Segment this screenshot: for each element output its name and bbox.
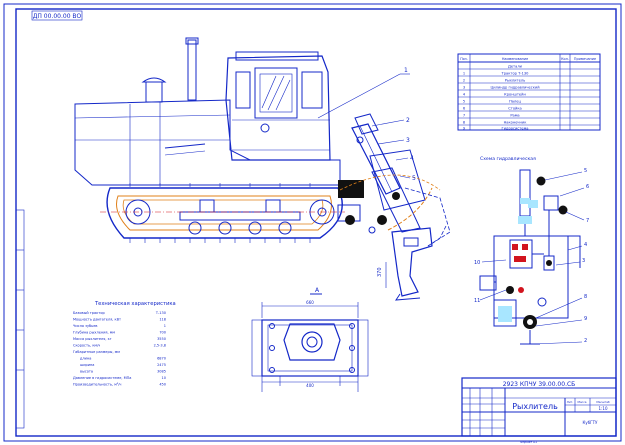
hydro-callout: 6 <box>586 184 589 190</box>
mounting-plate <box>261 319 359 377</box>
view-a-detail: А 660 400 <box>251 287 369 392</box>
spec-label: Мощность двигателя, кВт <box>73 318 121 322</box>
cab <box>225 55 331 161</box>
bom-header-pos: Поз. <box>460 57 468 61</box>
sheet-format: Формат А1 <box>520 440 537 444</box>
outer-frame <box>3 3 622 442</box>
tech-title: Техническая характеристика <box>94 301 176 307</box>
callout-1: 1 <box>404 67 408 74</box>
hydro-callout: 4 <box>584 242 587 248</box>
exhaust-pipe <box>187 39 197 101</box>
bom-row-name: Трактор Т-130 <box>501 72 530 76</box>
spec-value: 450 <box>159 383 166 387</box>
spec-value: 6870 <box>157 357 166 361</box>
hydraulic-cylinder <box>351 123 401 195</box>
spec-value: 10 <box>162 376 166 380</box>
bom-header-note: Примечание <box>574 57 596 61</box>
title-block-scale: 1:10 <box>599 406 608 411</box>
title-block-lit: Лит. <box>567 400 574 404</box>
rear-mount-hatched <box>338 180 364 198</box>
bom-row-name: Наконечник <box>504 121 528 125</box>
tractor-side-view <box>74 37 345 243</box>
spec-value: 700 <box>159 331 166 335</box>
spec-label: Давление в гидросистеме, МПа <box>73 376 131 380</box>
bom-row-name: Палец <box>509 100 521 104</box>
hydro-callout: 8 <box>584 294 587 300</box>
shank-depth-dimension: 370 <box>377 267 383 277</box>
bom-row-name: Кронштейн <box>504 93 526 97</box>
bill-of-materials: Поз. Наименование Кол. Примечание Детали… <box>457 53 601 131</box>
hydro-cylinder-1 <box>519 169 531 217</box>
spec-label: длина <box>80 357 91 361</box>
bom-row-name: Гидросистема <box>502 127 529 131</box>
spec-label: Габаритные размеры, мм <box>73 350 120 354</box>
bom-row-pos: 8 <box>463 121 466 125</box>
bom-header-qty: Кол. <box>561 57 569 61</box>
ripper-shank <box>391 227 433 297</box>
hydro-callout: 2 <box>584 338 587 344</box>
hydro-callout: 11 <box>474 298 480 304</box>
hydro-callout: 9 <box>584 316 587 322</box>
technical-characteristics: Техническая характеристика Базовый тракт… <box>73 301 176 387</box>
spec-label: Глубина рыхления, мм <box>73 331 115 335</box>
title-block-mass: Масса <box>578 400 587 404</box>
bom-row-name: Детали <box>508 65 523 69</box>
spec-value: Т-130 <box>155 311 166 315</box>
spec-value: 2,5-3,8 <box>154 344 166 348</box>
title-block-org: КубГТУ <box>583 420 599 425</box>
title-block-scale-label: Масштаб <box>596 400 610 404</box>
drawing-title: Рыхлитель <box>512 402 558 411</box>
bom-row-name: Рама <box>510 114 519 118</box>
bom-row-pos: 6 <box>463 107 466 111</box>
hydro-callout: 5 <box>584 168 587 174</box>
cab-door <box>254 67 298 119</box>
spec-value: 2475 <box>157 363 166 367</box>
view-a-bottom-dimension: 400 <box>306 383 314 388</box>
callout-4: 4 <box>410 155 414 162</box>
hydro-circuit-frame <box>493 235 569 319</box>
spec-label: высота <box>80 370 93 374</box>
callout-5: 5 <box>412 175 416 182</box>
bom-header-name: Наименование <box>502 57 528 61</box>
left-binding-strip <box>15 209 25 429</box>
bom-row-name: Цилиндр гидравлический <box>490 86 540 90</box>
bom-row-pos: 4 <box>463 93 466 97</box>
spec-label: Базовый трактор <box>73 311 105 315</box>
spec-label: Производительность, м³/ч <box>73 383 122 387</box>
bom-row-name: Рыхлитель <box>505 79 525 83</box>
spec-label: ширина <box>80 363 94 367</box>
hydraulic-title: Схема гидравлическая <box>480 156 536 162</box>
bom-row-pos: 7 <box>463 114 465 118</box>
bom-row-pos: 2 <box>463 79 465 83</box>
spec-value: 118 <box>159 318 166 322</box>
bom-row-pos: 9 <box>463 127 466 131</box>
bom-row-pos: 5 <box>463 100 465 104</box>
ripper-attachment: 370 <box>337 113 451 301</box>
hydraulic-scheme: Схема гидравлическая 5 <box>474 156 589 345</box>
spec-value: 3085 <box>157 370 166 374</box>
spec-label: Масса рыхлителя, кг <box>73 337 112 341</box>
title-block: 2923 КПЧУ 39.00.00.СБ Рыхлитель Лит. Мас… <box>461 377 617 437</box>
bom-row-name: Стойка <box>508 107 522 111</box>
hydro-callout: 3 <box>582 258 585 264</box>
air-cleaner <box>145 81 163 103</box>
spec-value: 1 <box>164 324 166 328</box>
stamp-code: ДП 00.00.00 ВО <box>33 13 82 20</box>
spec-label: Число зубьев <box>73 324 97 328</box>
callout-2: 2 <box>406 117 410 124</box>
spec-label: Скорость, км/ч <box>73 344 100 348</box>
callout-3: 3 <box>406 137 410 144</box>
crawler-track <box>106 187 343 239</box>
drawing-code: 2923 КПЧУ 39.00.00.СБ <box>503 381 576 388</box>
hydro-callout: 10 <box>474 260 480 266</box>
hydro-callout: 7 <box>586 218 589 224</box>
bom-row-pos: 3 <box>463 86 465 90</box>
view-a-label: А <box>315 287 320 294</box>
spec-value: 3550 <box>157 337 166 341</box>
bom-row-pos: 1 <box>463 72 465 76</box>
view-a-top-dimension: 660 <box>306 300 314 305</box>
callouts: 1 2 3 4 5 <box>317 67 416 182</box>
stamp-box <box>31 10 83 21</box>
